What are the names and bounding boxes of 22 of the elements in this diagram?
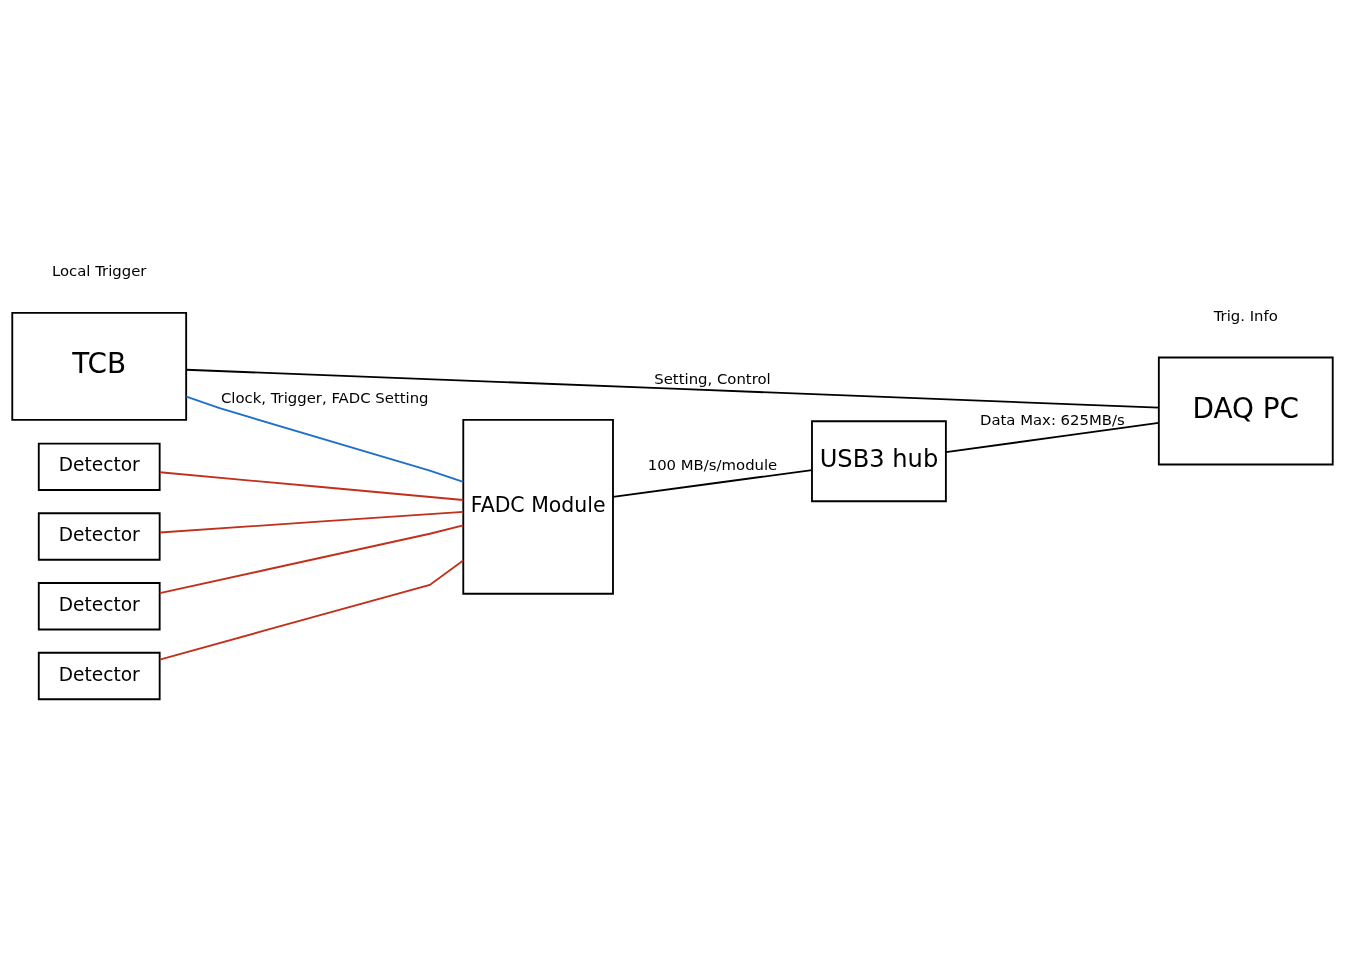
connector [612,468,813,498]
edge-label: Clock, Trigger, FADC Setting [220,388,429,407]
connector [945,421,1160,453]
edge-label: Setting, Control [654,369,771,388]
connector [185,368,1160,409]
edge-label: Data Max: 625MB/s [979,410,1125,429]
connector [158,559,465,660]
connector [159,510,465,533]
node-box: FADC Module [462,418,614,595]
label: Local Trigger [51,261,147,280]
node-box: USB3 hub [811,419,947,502]
node-box: Detector [37,442,161,491]
label: Trig. Info [1213,306,1278,325]
edge-label: 100 MB/s/module [647,455,778,474]
connector [159,470,465,501]
node-box: Detector [37,651,161,700]
connector [185,395,465,483]
node-box: DAQ PC [1157,356,1334,465]
node-box: Detector [37,581,161,630]
node-box: Detector [37,511,161,561]
node-box: TCB [11,311,188,421]
connector [158,523,465,594]
